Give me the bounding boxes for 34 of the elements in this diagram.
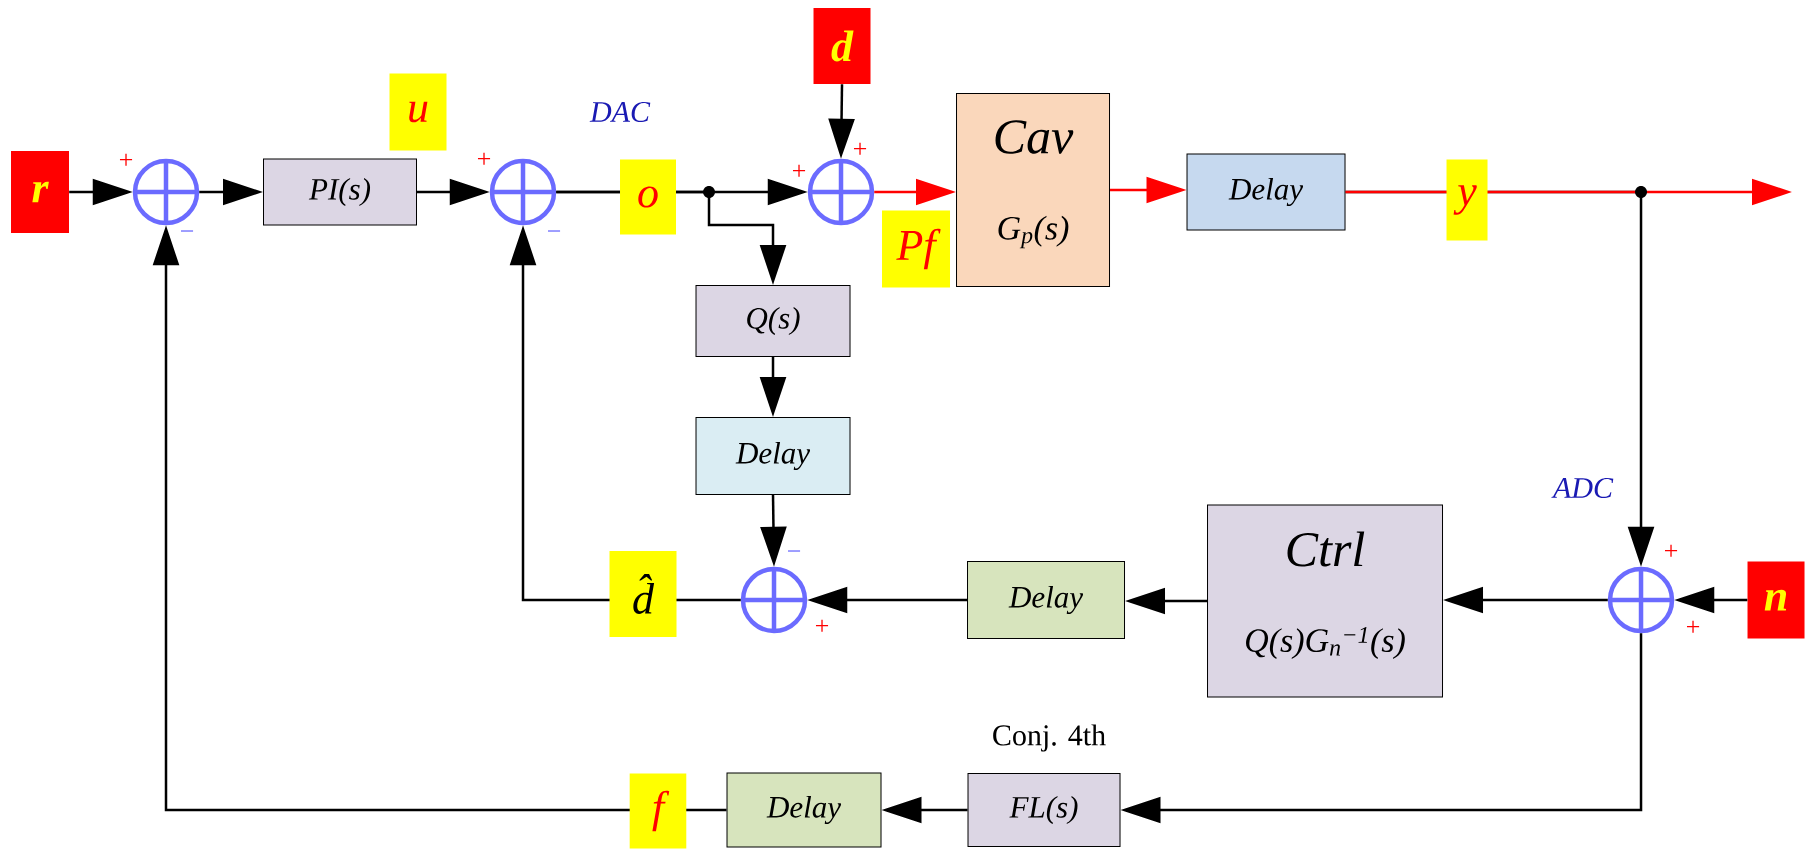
sign-label: + [478,152,491,165]
signal-label: y [1446,159,1488,241]
summing-junction [489,158,557,226]
transfer-block: Delay [967,561,1125,639]
summing-junction [740,566,808,634]
sign-label: + [120,153,133,166]
sign-label: + [1665,544,1678,557]
converter-label: DAC [589,101,651,123]
summing-junction [807,158,875,226]
input-box: r [11,151,69,233]
block-caption: Conj. 4th [993,724,1106,752]
transfer-block: Delay [1186,153,1346,231]
sign-label: − [181,230,194,232]
signal-label: o [620,159,676,235]
sign-label: + [854,142,867,155]
summing-junction [132,158,200,226]
transfer-block: Cav G$_{p}$(s) [956,93,1110,287]
summing-junction [1607,566,1675,634]
signal-label: u [389,73,447,151]
sign-label: + [1687,620,1700,633]
transfer-block: PI(s) [263,158,417,226]
converter-label: ADC [1551,477,1614,499]
transfer-block: Delay [726,772,882,848]
signal-label: Pf [882,210,950,288]
transfer-block: Q(s) [695,285,851,357]
sign-label: − [548,230,561,232]
transfer-block: Delay [695,417,851,495]
sign-label: − [788,550,801,552]
signal-label: d̂ [609,551,677,637]
transfer-block: Ctrl Q(s)G$_{n}$$^{−1}$(s) [1207,504,1443,698]
input-box: d [813,8,871,84]
input-box: n [1747,561,1805,639]
transfer-block: FL(s) [967,773,1121,847]
signal-label: f [629,773,687,849]
